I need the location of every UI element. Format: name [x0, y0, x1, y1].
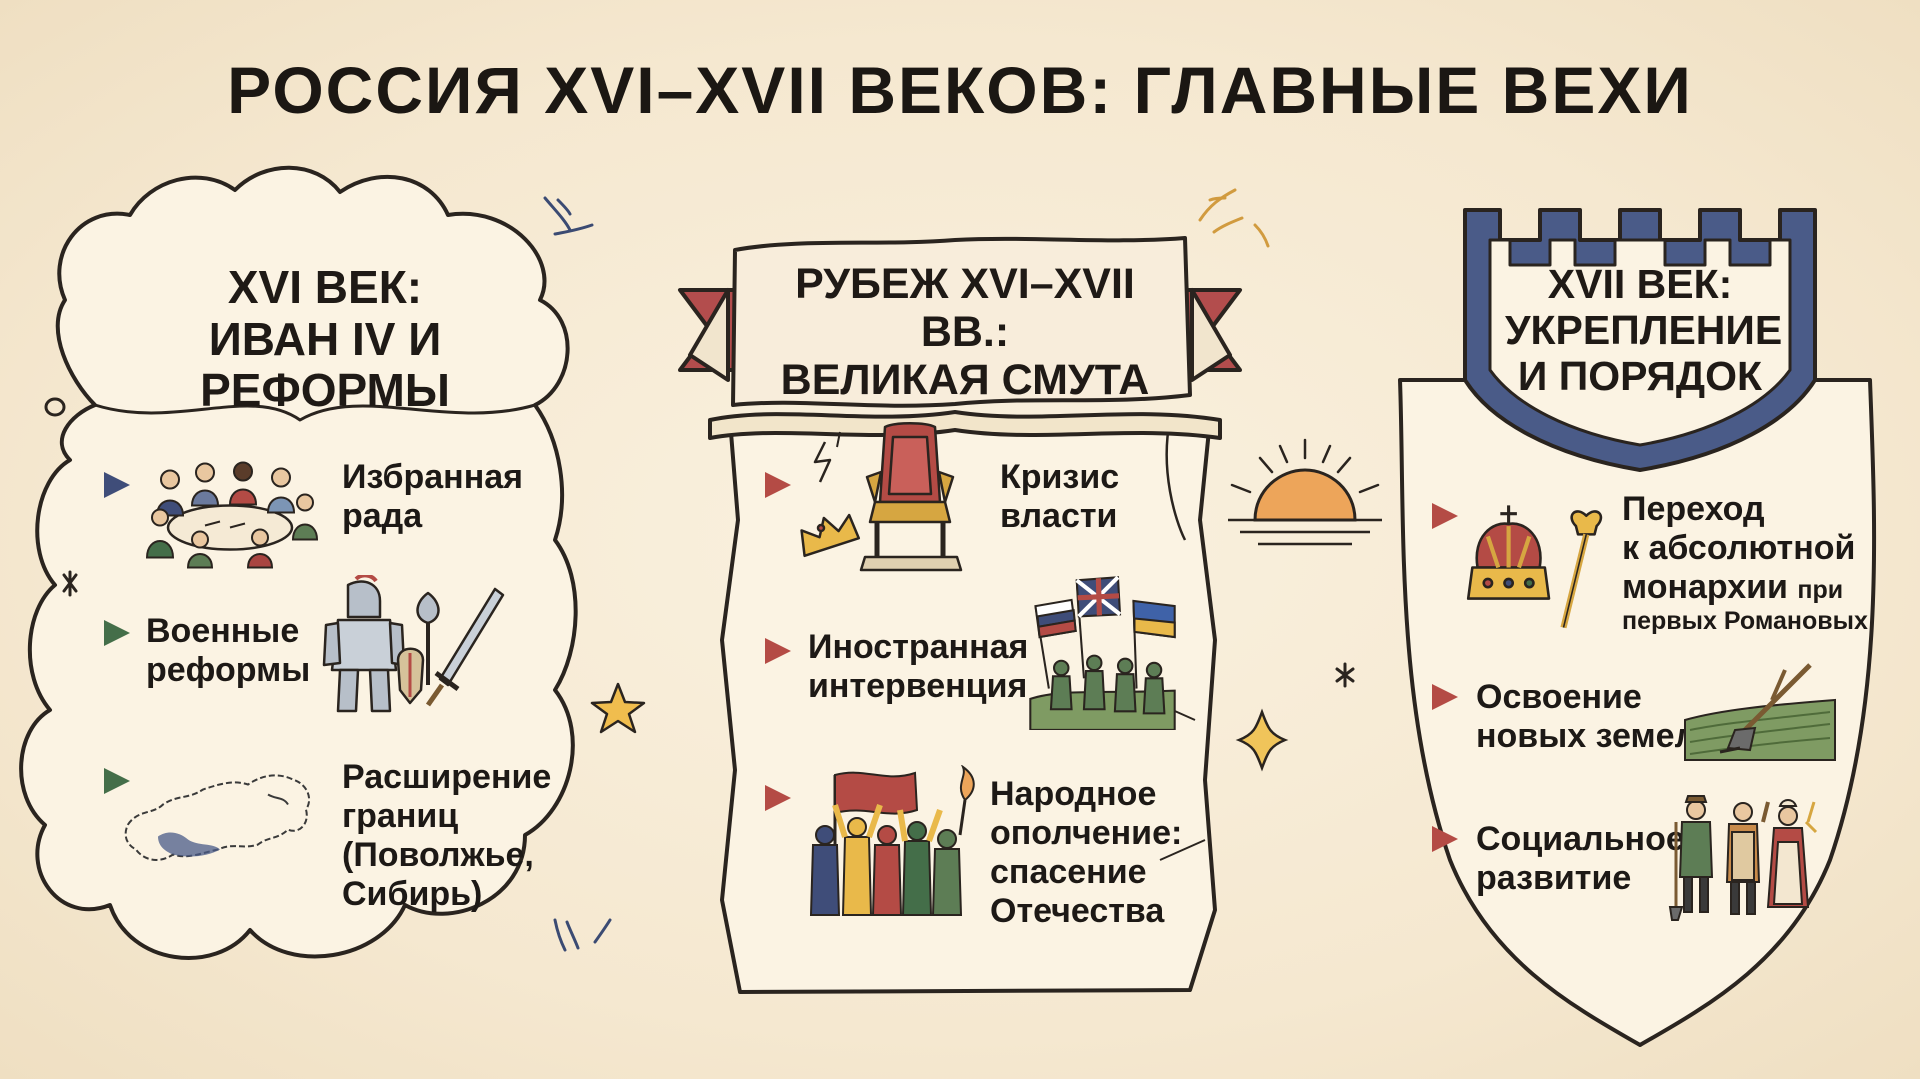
left-item-1-text: Избранная рада [342, 458, 523, 536]
page-title: РОССИЯ XVI–XVII ВЕКОВ: ГЛАВНЫЕ ВЕХИ [227, 53, 1693, 127]
left-item-2-text: Военные реформы [146, 612, 311, 690]
bullet-arrow-icon [104, 620, 130, 646]
council-table-icon [145, 461, 319, 569]
right-item-1-text: Переход к абсолютной монархии при первых… [1622, 490, 1868, 636]
left-title-line-1: XVI ВЕК: [227, 261, 423, 313]
map-russia-icon [124, 774, 311, 861]
armor-weapons-icon [322, 575, 505, 713]
foreign-flags-soldiers-icon [1029, 575, 1176, 730]
militia-crowd-icon [809, 765, 975, 916]
right-item-1-line-3: монархии при [1622, 568, 1844, 607]
center-item-1-text: Кризис власти [1000, 458, 1120, 536]
plough-field-icon [1684, 663, 1836, 761]
bullet-arrow-icon [1432, 503, 1458, 529]
crown-scepter-icon [1466, 505, 1603, 629]
center-title-line-2: ВЕЛИКАЯ СМУТА [780, 356, 1150, 405]
bullet-arrow-icon [765, 638, 791, 664]
bullet-arrow-icon [765, 472, 791, 498]
center-item-3-text: Народное ополчение: спасение Отечества [990, 775, 1183, 931]
left-title-line-2: ИВАН IV И РЕФОРМЫ [200, 312, 450, 417]
bullet-arrow-icon [104, 472, 130, 498]
right-title-line-1: XVII ВЕК: [1547, 261, 1733, 307]
townspeople-icon [1668, 795, 1818, 921]
bullet-arrow-icon [1432, 826, 1458, 852]
center-title-line-1: РУБЕЖ XVI–XVII ВВ.: [795, 260, 1135, 357]
empty-throne-crown-icon [800, 422, 963, 572]
right-panel-title: XVII ВЕК: УКРЕПЛЕНИЕ И ПОРЯДОК [1505, 261, 1783, 400]
center-panel-title: РУБЕЖ XVI–XVII ВВ.: ВЕЛИКАЯ СМУТА [745, 260, 1185, 404]
bullet-arrow-icon [765, 785, 791, 811]
center-item-2-text: Иностранная интервенция [808, 628, 1029, 706]
right-item-2-text: Освоение новых земель [1476, 678, 1718, 756]
bullet-arrow-icon [1432, 684, 1458, 710]
right-item-3-text: Социальное развитие [1476, 820, 1685, 898]
right-title-line-2: УКРЕПЛЕНИЕ [1505, 306, 1783, 353]
right-title-line-3: И ПОРЯДОК [1517, 352, 1763, 399]
left-cloud-panel [19, 165, 578, 960]
bullet-arrow-icon [104, 768, 130, 794]
left-item-3-text: Расширение границ (Поволжье, Сибирь) [342, 758, 552, 914]
left-panel-title: XVI ВЕК: ИВАН IV И РЕФОРМЫ [90, 261, 560, 417]
